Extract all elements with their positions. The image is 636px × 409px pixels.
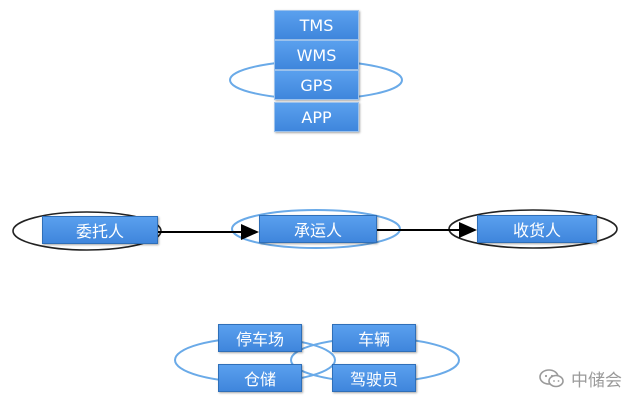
flow-box-carrier: 承运人 (259, 215, 377, 243)
stack-box-tms: TMS (274, 10, 359, 40)
watermark: 中储会 (539, 366, 622, 391)
stack-box-app: APP (274, 102, 359, 132)
flow-box-shipper: 委托人 (42, 216, 158, 244)
resource-box-parking: 停车场 (218, 324, 302, 352)
watermark-text: 中储会 (571, 371, 622, 391)
stack-box-gps: GPS (274, 70, 359, 100)
resource-box-warehouse: 仓储 (218, 364, 302, 392)
flow-box-consignee: 收货人 (477, 215, 597, 243)
resource-box-driver: 驾驶员 (332, 364, 416, 392)
resource-box-vehicle: 车辆 (332, 324, 416, 352)
wechat-icon (539, 368, 564, 387)
stack-box-wms: WMS (274, 40, 359, 70)
